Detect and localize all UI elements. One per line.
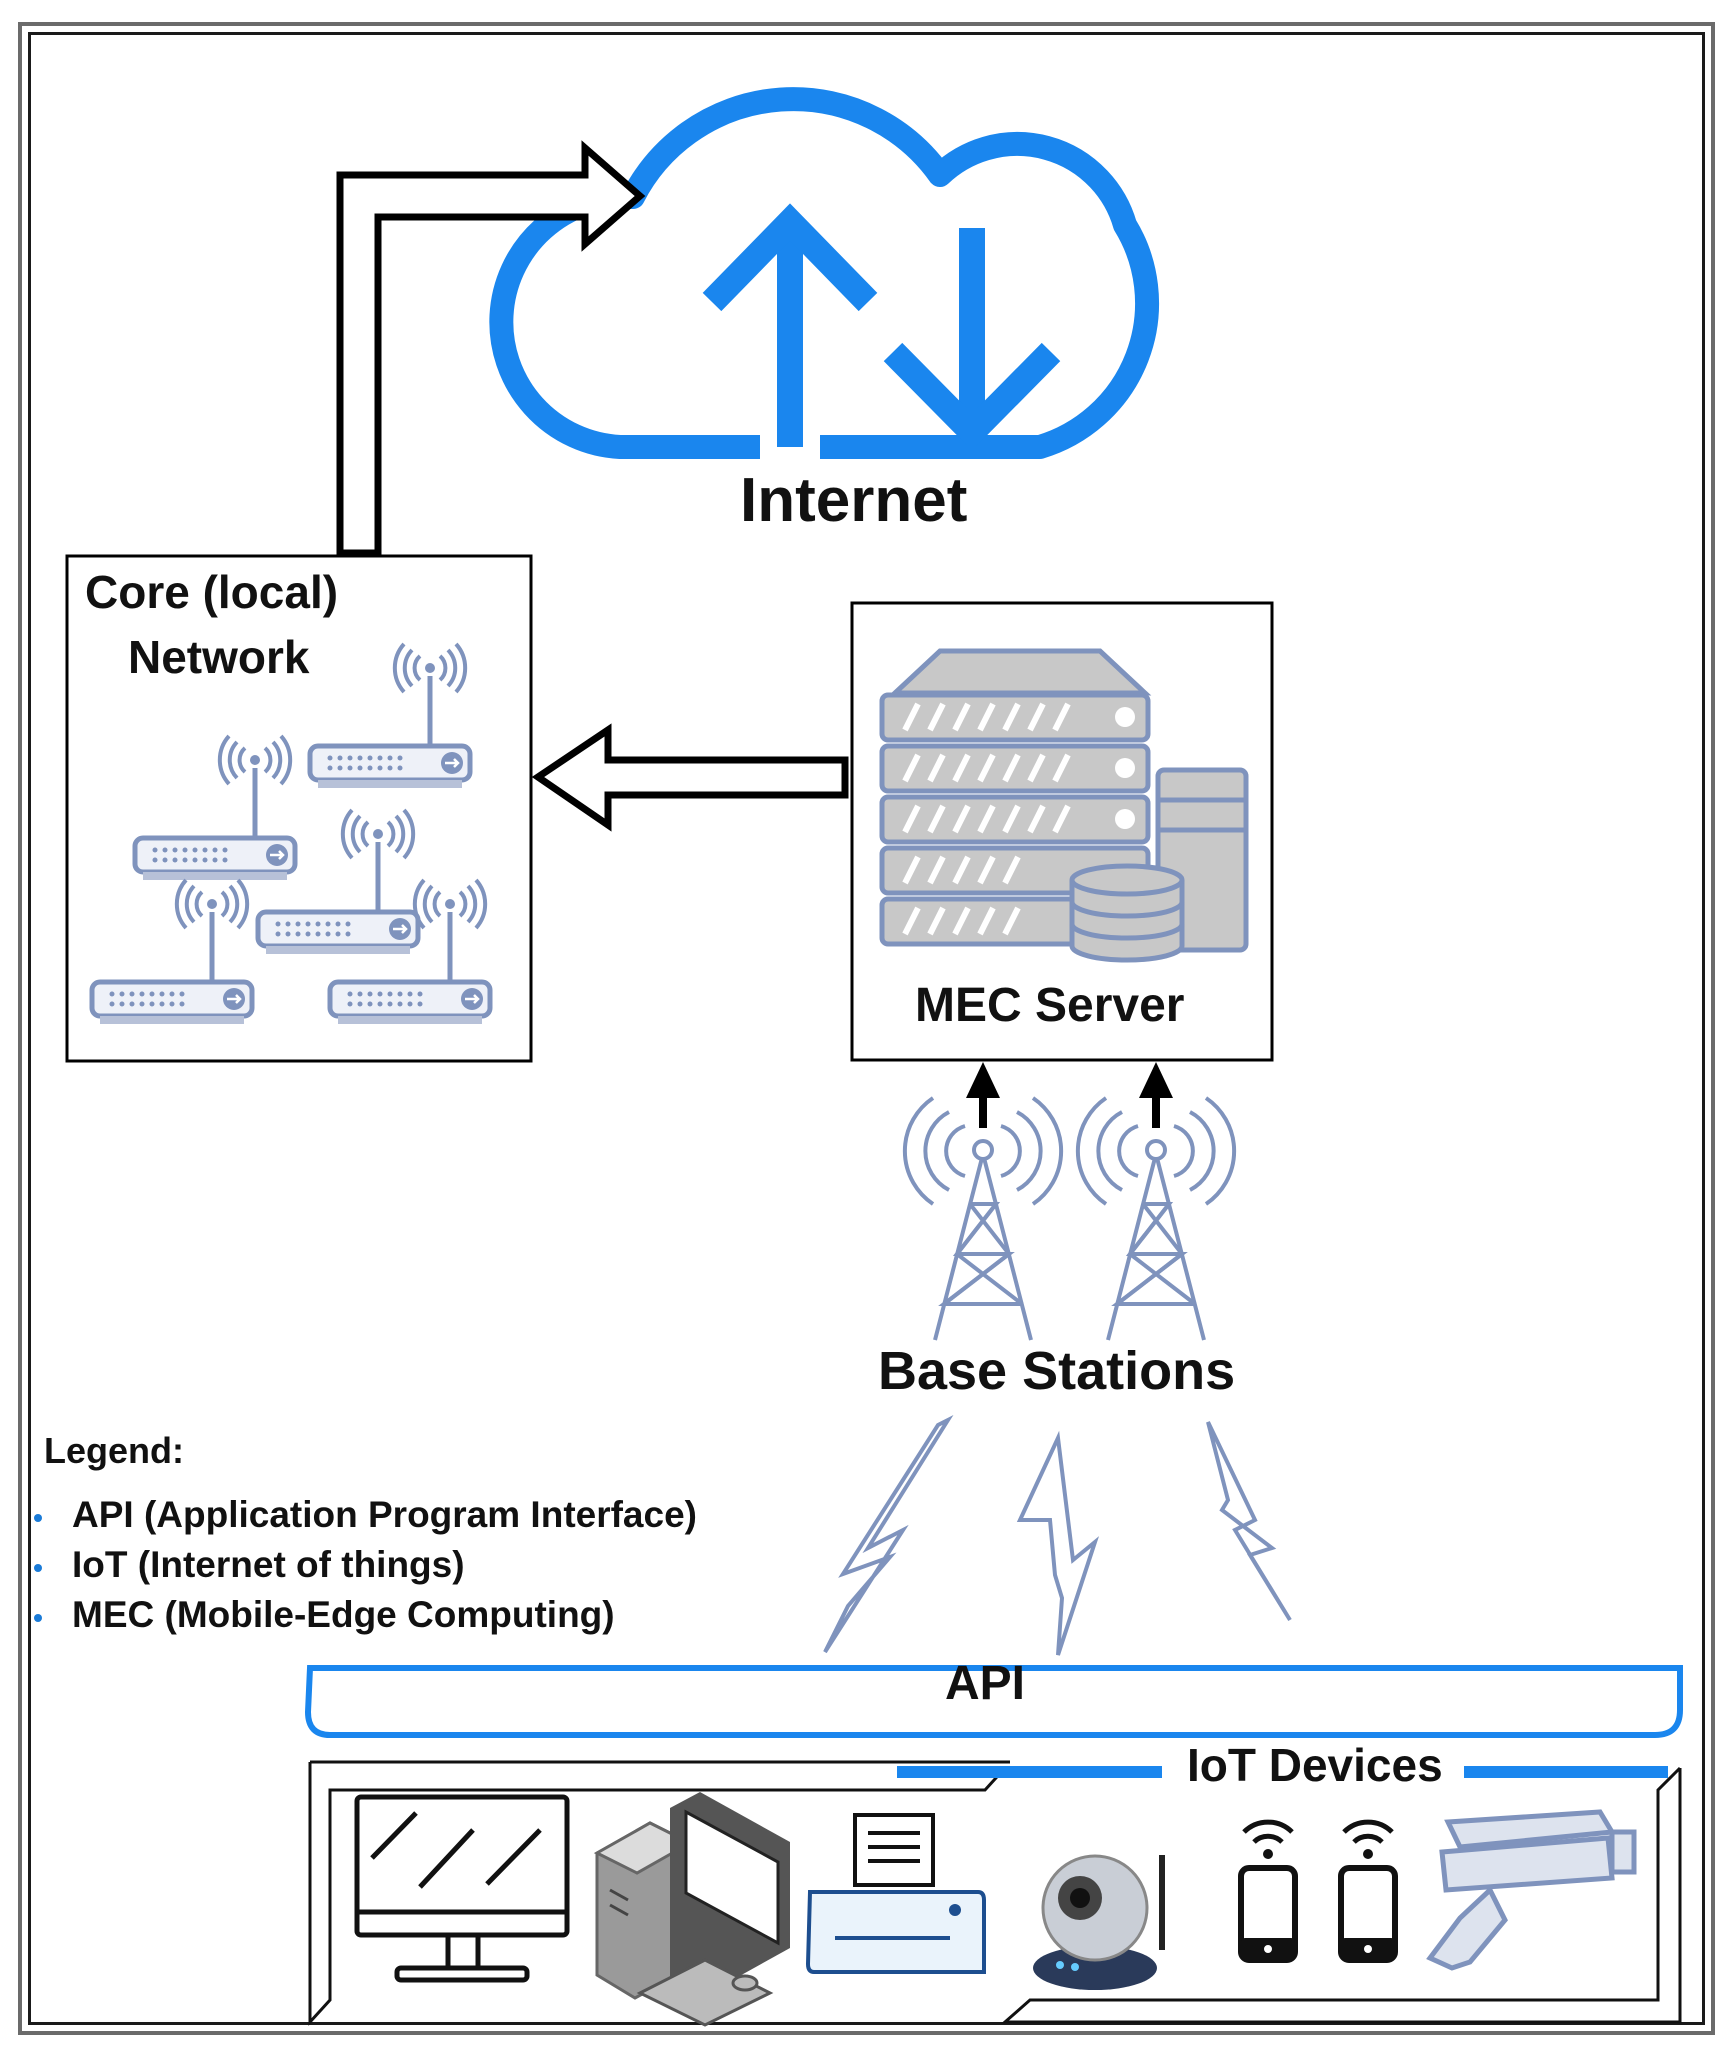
mec-to-core-arrow (531, 723, 849, 832)
internet-label: Internet (740, 466, 968, 535)
database-icon (1069, 863, 1185, 963)
legend-title: Legend: (44, 1430, 184, 1471)
legend-item: MEC (Mobile-Edge Computing) (32, 1594, 697, 1636)
tower-uplink-arrow (966, 1062, 1173, 1128)
ip-camera-icon (1033, 1854, 1165, 1990)
iot-devices-frame (308, 1760, 1682, 2026)
core-to-internet-arrow (336, 140, 646, 557)
monitor-icon (354, 1794, 570, 1983)
base-stations-label: Base Stations (878, 1341, 1236, 1401)
core-network-label-line1: Core (local) (85, 566, 339, 618)
server-stripes (902, 702, 1071, 936)
api-bar (304, 1665, 1683, 1738)
core-network-label-line2: Network (128, 631, 310, 683)
cloud-icon (489, 87, 1160, 459)
api-label: API (945, 1657, 1026, 1710)
legend: Legend: API (Application Program Interfa… (32, 1430, 697, 1644)
server-leds (1115, 707, 1135, 829)
core-network-box (65, 554, 533, 1063)
cell-tower-icon (902, 1096, 1237, 1342)
cctv-camera-icon (1426, 1809, 1637, 1971)
desktop-pc-icon (593, 1792, 790, 2027)
legend-list: API (Application Program Interface) IoT … (32, 1494, 697, 1636)
printer-icon (805, 1813, 986, 1974)
lightning-icon (823, 1415, 1292, 1656)
legend-item: API (Application Program Interface) (32, 1494, 697, 1536)
smartphone-icon (1241, 1822, 1395, 1960)
iot-devices-label: IoT Devices (1175, 1738, 1455, 1792)
legend-item: IoT (Internet of things) (32, 1544, 697, 1586)
mec-server-label: MEC Server (915, 979, 1185, 1032)
outer-frame (18, 22, 1715, 2035)
inner-frame (28, 32, 1705, 2025)
